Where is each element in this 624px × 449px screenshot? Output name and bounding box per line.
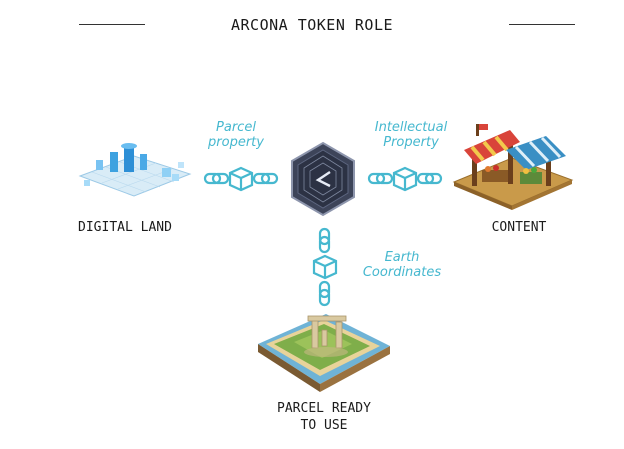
parcel-illustration [258,314,390,392]
content-illustration [452,124,574,210]
parcel-property-label: Parcel property [196,120,276,150]
digital-land-illustration [78,143,192,197]
intellectual-property-label: Intellectual Property [366,120,456,150]
parcel-ready-line2: TO USE [300,418,348,433]
arcona-token-icon [291,141,355,217]
intellectual-property-line2: Property [383,135,439,150]
digital-land-label: DIGITAL LAND [78,220,172,235]
diagram-title: ARCONA TOKEN ROLE [230,16,394,34]
parcel-ready-line1: PARCEL READY [277,401,371,416]
content-label: CONTENT [491,220,547,235]
left-chain-link [203,166,279,192]
title-rule-right [509,24,575,25]
parcel-ready-label: PARCEL READY TO USE [240,400,408,434]
earth-coordinates-line1: Earth [384,250,420,265]
title-rule-left [79,24,145,25]
vertical-chain-link [312,227,338,307]
earth-coordinates-line2: Coordinates [362,265,442,280]
intellectual-property-line1: Intellectual [374,120,448,135]
right-chain-link [367,166,443,192]
earth-coordinates-label: Earth Coordinates [360,250,444,280]
parcel-property-line1: Parcel [216,120,256,135]
parcel-property-line2: property [208,135,264,150]
